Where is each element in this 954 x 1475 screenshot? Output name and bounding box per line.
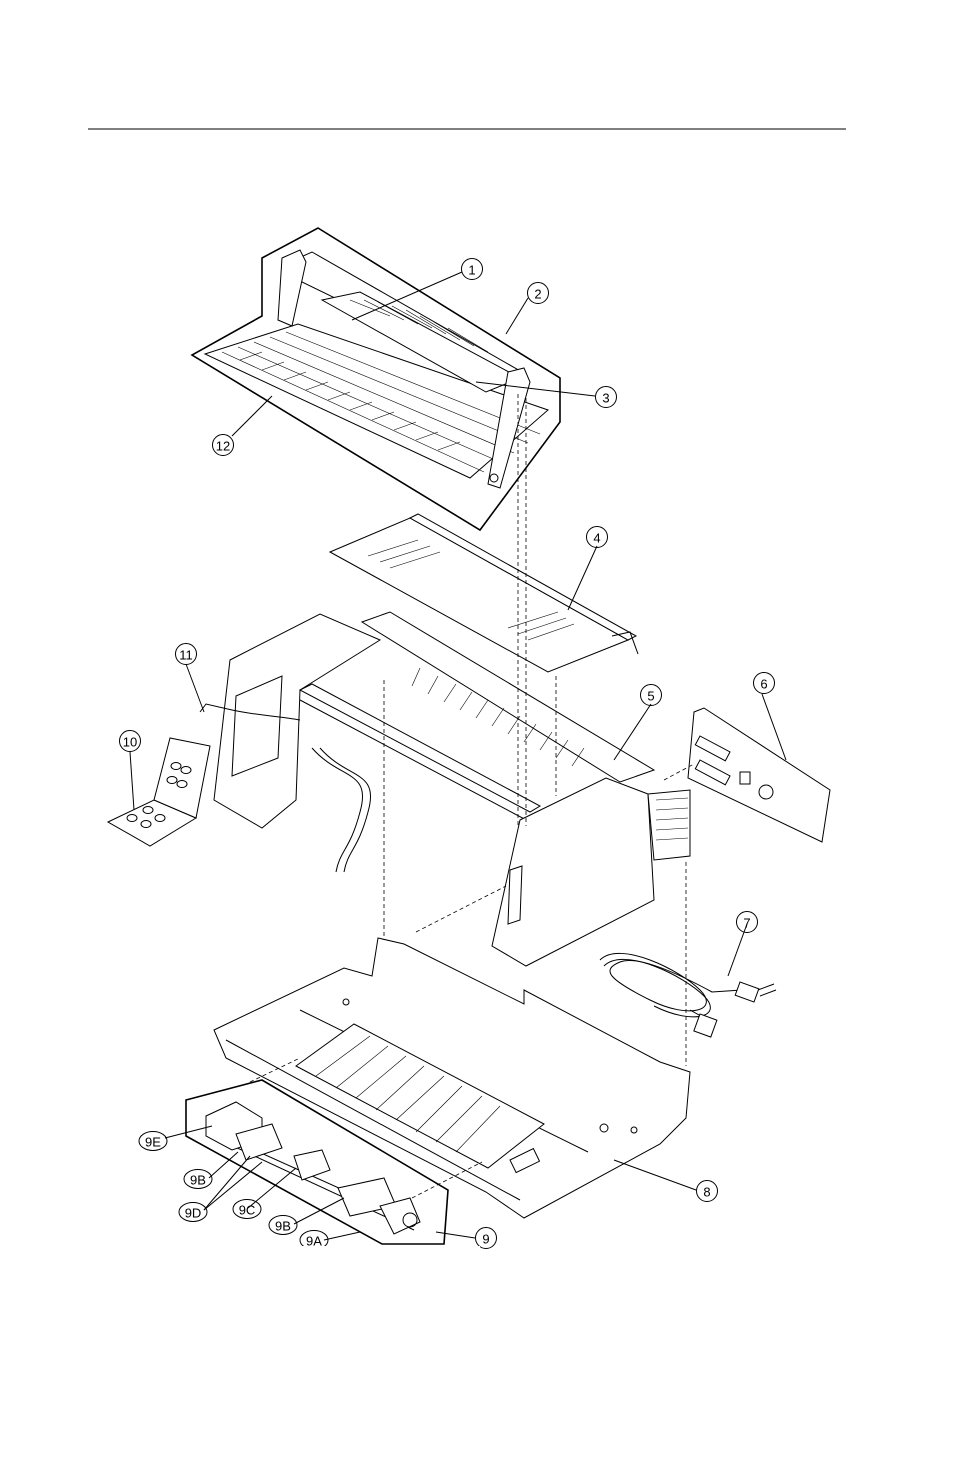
svg-text:7: 7: [743, 916, 750, 931]
svg-text:9: 9: [482, 1232, 489, 1247]
callout-5: 5: [641, 685, 662, 706]
callout-9b-right: 9B: [269, 1216, 297, 1235]
callout-2: 2: [528, 283, 549, 304]
svg-text:1: 1: [468, 263, 475, 278]
callout-12: 12: [213, 435, 234, 456]
svg-text:9D: 9D: [185, 1206, 202, 1221]
operator-panel: [108, 738, 210, 846]
svg-text:5: 5: [647, 689, 654, 704]
svg-text:3: 3: [602, 391, 609, 406]
callout-9d: 9D: [179, 1203, 207, 1222]
callout-3: 3: [596, 387, 617, 408]
rear-interface-panel: [688, 708, 830, 842]
callout-6: 6: [754, 673, 775, 694]
svg-text:9E: 9E: [145, 1135, 161, 1150]
svg-text:2: 2: [534, 287, 541, 302]
bottom-crop-mask: [180, 1246, 480, 1266]
svg-text:8: 8: [703, 1185, 710, 1200]
power-cord: [600, 953, 776, 1037]
access-cover: [330, 514, 638, 672]
callout-4: 4: [587, 527, 608, 548]
upper-case: [214, 612, 690, 966]
callout-9: 9: [476, 1228, 497, 1249]
callout-7: 7: [737, 912, 758, 933]
svg-text:9B: 9B: [190, 1173, 206, 1188]
paper-guide-assembly: [192, 228, 560, 530]
svg-text:12: 12: [216, 439, 230, 454]
svg-text:11: 11: [179, 648, 193, 663]
callout-9c: 9C: [233, 1200, 261, 1219]
svg-text:9B: 9B: [275, 1219, 291, 1234]
callout-10: 10: [120, 731, 141, 752]
callout-8: 8: [697, 1181, 718, 1202]
svg-text:6: 6: [760, 677, 767, 692]
svg-text:4: 4: [593, 531, 600, 546]
callout-11: 11: [176, 644, 197, 665]
callout-1: 1: [462, 259, 483, 280]
svg-text:9C: 9C: [239, 1203, 256, 1218]
callout-9b-left: 9B: [184, 1170, 212, 1189]
svg-text:10: 10: [123, 735, 137, 750]
lower-case: [214, 938, 690, 1218]
callout-9e: 9E: [139, 1132, 167, 1151]
